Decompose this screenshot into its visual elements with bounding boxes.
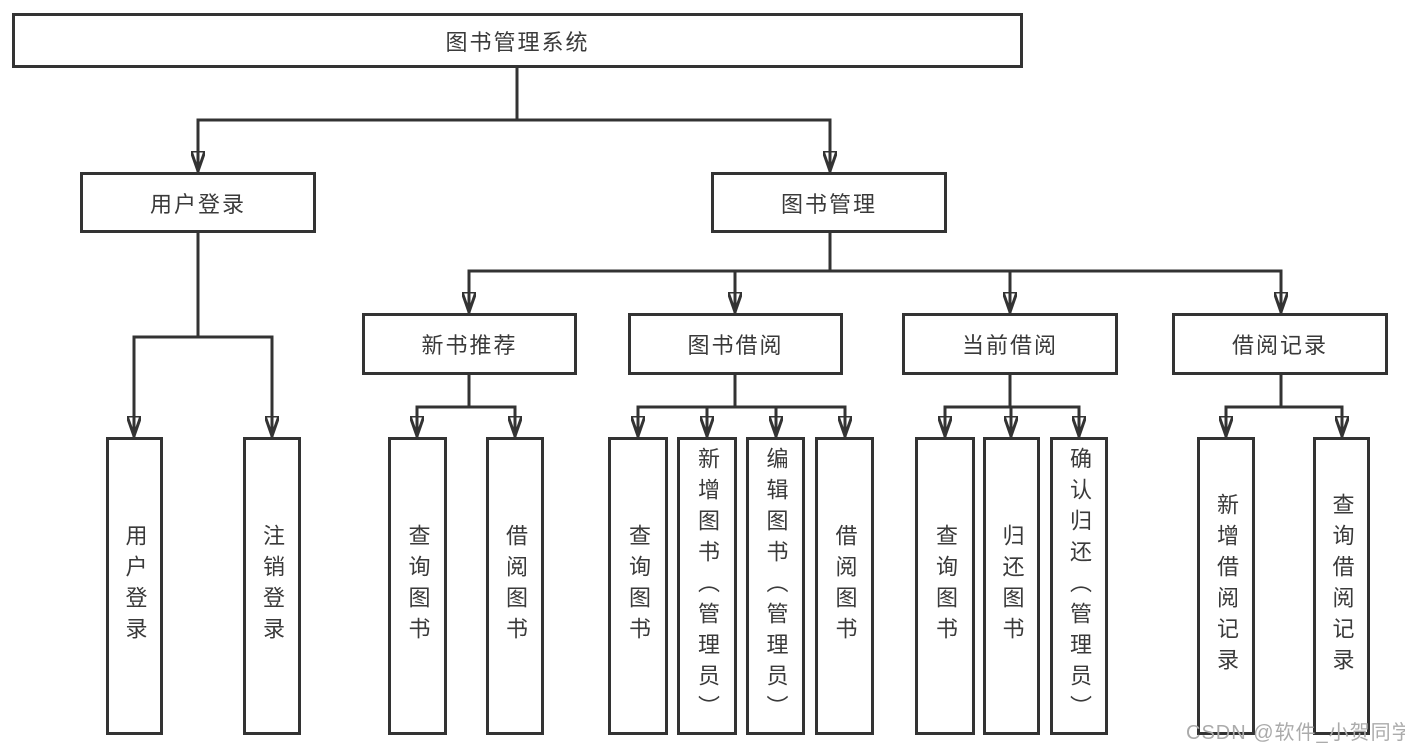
watermark: CSDN @软件_小贺同学 (1186, 722, 1405, 744)
leaf-logout: 注销登录 (243, 437, 301, 735)
leaf-borrow-borrow: 借阅图书 (815, 437, 874, 735)
leaf-borrow-edit-admin: 编辑图书（管理员） (746, 437, 805, 735)
node-user-login: 用户登录 (80, 172, 316, 233)
node-book-borrow: 图书借阅 (628, 313, 843, 375)
node-library-system: 图书管理系统 (12, 13, 1023, 68)
leaf-current-confirm-admin: 确认归还（管理员） (1050, 437, 1108, 735)
node-current-borrow: 当前借阅 (902, 313, 1118, 375)
node-borrow-records: 借阅记录 (1172, 313, 1388, 375)
leaf-borrow-add-admin: 新增图书（管理员） (677, 437, 737, 735)
leaf-newbooks-borrow: 借阅图书 (486, 437, 544, 735)
node-book-management: 图书管理 (711, 172, 947, 233)
leaf-borrow-query: 查询图书 (608, 437, 668, 735)
leaf-records-query: 查询借阅记录 (1313, 437, 1370, 735)
leaf-user-login: 用户登录 (106, 437, 163, 735)
leaf-newbooks-query: 查询图书 (388, 437, 447, 735)
leaf-current-return: 归还图书 (983, 437, 1040, 735)
leaf-records-add: 新增借阅记录 (1197, 437, 1255, 735)
node-new-book-recommend: 新书推荐 (362, 313, 577, 375)
leaf-current-query: 查询图书 (915, 437, 975, 735)
